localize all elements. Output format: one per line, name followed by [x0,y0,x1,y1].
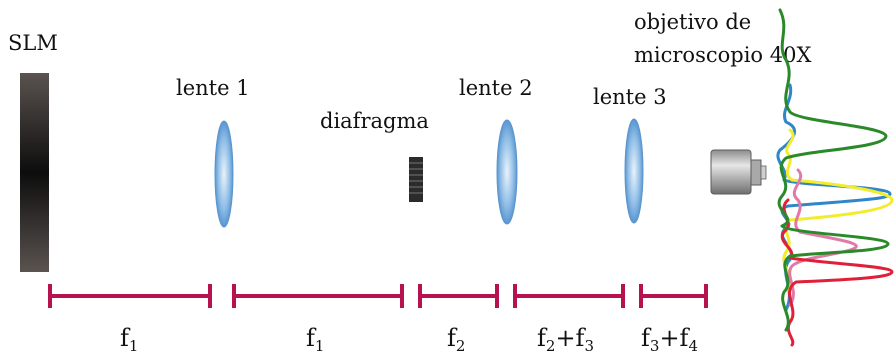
lens-3-label: lente 3 [593,85,667,109]
microscope-objective [710,149,767,195]
dimension-bar-4 [513,284,625,308]
trace-green [777,8,890,332]
lens-1 [214,120,234,228]
dimension-bar-5 [639,284,708,308]
objective-label-line1: objetivo de [634,10,751,34]
lens-3 [624,118,644,224]
distance-label-1: f1 [120,324,138,355]
distance-label-3: f2 [447,324,465,355]
dimension-bar-3 [418,284,499,308]
trace-pink [788,168,858,307]
distance-label-4: f2+f3 [537,324,594,355]
lens-2 [496,119,518,225]
diaphragm [409,157,423,202]
trace-yellow [782,128,894,292]
dimension-bar-2 [232,284,404,308]
slm-panel [20,73,49,272]
intensity-profiles [776,8,894,347]
distance-label-2: f1 [306,324,324,355]
diaphragm-label: diafragma [320,109,429,133]
slm-label: SLM [8,31,58,55]
distance-label-5: f3+f4 [641,324,698,355]
dimension-bars [48,284,708,308]
lens-1-label: lente 1 [176,76,250,100]
trace-red [780,198,894,347]
dimension-bar-1 [48,284,212,308]
lens-2-label: lente 2 [459,76,533,100]
